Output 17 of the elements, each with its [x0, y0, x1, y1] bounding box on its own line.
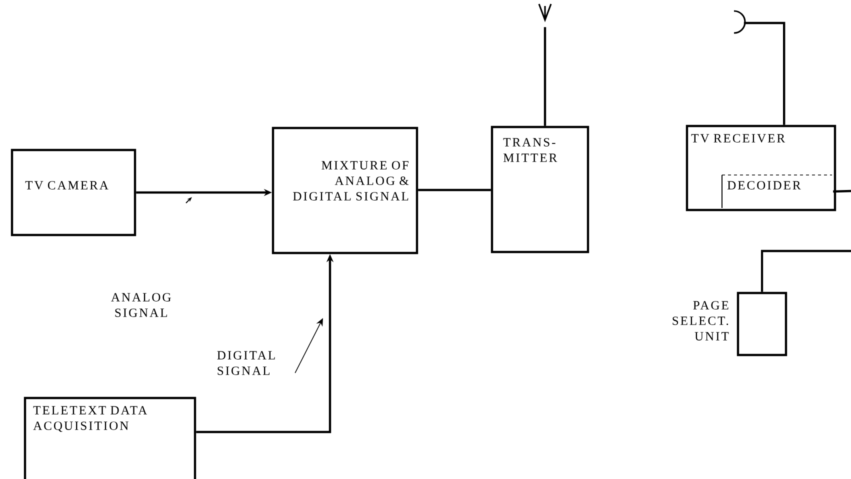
antenna-line [544, 27, 546, 126]
process-box: MIXTURE OF ANALOG & DIGITAL SIGNAL [272, 126, 418, 254]
antenna-drawing [538, 3, 552, 22]
process-box: TELETEXT DATA ACQUISITION [24, 396, 196, 479]
antenna-drawing [734, 10, 746, 34]
antenna-line [744, 22, 786, 125]
inner-box: DECOIDER [722, 174, 832, 208]
unit-box [736, 292, 788, 356]
connector-line [833, 190, 851, 193]
process-box: TRANS- MITTER [490, 126, 590, 254]
connector-line [418, 188, 491, 192]
signal-label: DIGITAL SIGNAL [217, 351, 275, 375]
unit-caption: PAGE SELECT. UNIT [672, 301, 729, 340]
connector-line [760, 250, 851, 292]
leader-line [294, 318, 323, 374]
process-box: TV CAMERA [10, 148, 136, 236]
signal-label: ANALOG SIGNAL [111, 293, 171, 317]
